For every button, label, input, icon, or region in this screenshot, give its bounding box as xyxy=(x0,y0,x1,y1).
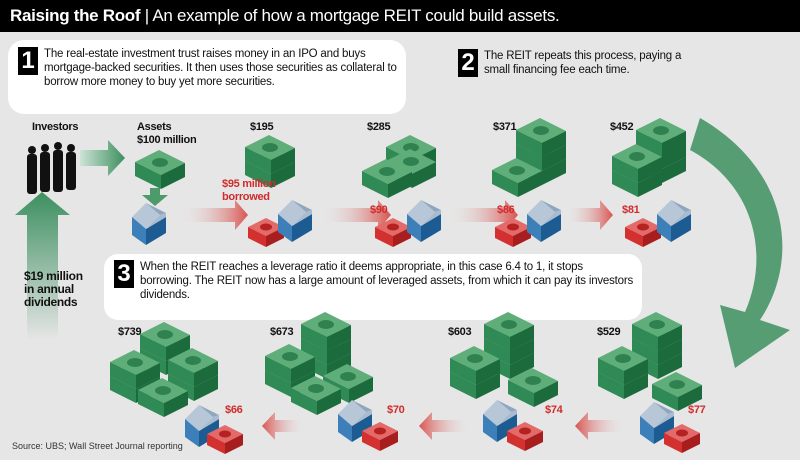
step-1-panel xyxy=(8,40,406,114)
bottom-borrowed-1: $66 xyxy=(225,404,243,416)
step-3-panel xyxy=(104,254,642,320)
assets-value: $100 million xyxy=(137,134,197,146)
house-with-debt-icon xyxy=(338,400,398,451)
house-with-debt-icon xyxy=(248,200,312,247)
house-with-debt-icon xyxy=(625,200,691,247)
step-1-number: 1 xyxy=(18,47,38,75)
money-stack-icon xyxy=(612,118,686,197)
dividends-arrow xyxy=(15,192,70,340)
bottom-asset-2: $673 xyxy=(270,326,294,338)
investors-label: Investors xyxy=(32,121,79,133)
investors-to-assets-arrow xyxy=(80,140,125,176)
step-1: 1 The real-estate investment trust raise… xyxy=(18,47,402,89)
red-arrows-bottom xyxy=(262,412,625,440)
step-3-text: When the REIT reaches a leverage ratio i… xyxy=(140,261,634,301)
bottom-asset-1: $739 xyxy=(118,326,142,338)
money-stack-icon xyxy=(265,312,373,415)
step-3: 3 When the REIT reaches a leverage ratio… xyxy=(114,260,636,302)
money-stack-icon xyxy=(492,118,566,197)
title-bar: Raising the Roof | An example of how a m… xyxy=(0,0,800,32)
house-with-debt-icon xyxy=(185,405,243,454)
step-3-number: 3 xyxy=(114,260,134,288)
money-stack-icon xyxy=(110,322,218,417)
step-2: 2 The REIT repeats this process, paying … xyxy=(458,49,688,79)
title-separator: | xyxy=(144,6,149,25)
house-with-debt-icon xyxy=(375,200,441,247)
bottom-asset-4: $529 xyxy=(597,326,621,338)
house-with-debt-icon xyxy=(483,400,543,451)
dividends-label: $19 million in annual dividends xyxy=(24,269,83,309)
big-curved-arrow xyxy=(690,118,790,368)
bottom-asset-3: $603 xyxy=(448,326,472,338)
step-2-text: The REIT repeats this process, paying a … xyxy=(484,50,682,76)
top-borrowed-2: $90 xyxy=(370,204,388,216)
subtitle: An example of how a mortgage REIT could … xyxy=(152,6,560,25)
top-borrowed-4: $81 xyxy=(622,204,640,216)
assets-label: Assets $100 million xyxy=(137,121,197,147)
assets-down-arrow xyxy=(142,188,168,206)
assets-title: Assets xyxy=(137,121,172,133)
money-stack-icon xyxy=(450,312,558,407)
bottom-borrowed-4: $77 xyxy=(688,404,706,416)
bottom-borrowed-3: $74 xyxy=(545,404,563,416)
house-with-debt-icon xyxy=(495,200,561,247)
top-asset-4: $452 xyxy=(610,121,634,133)
step-1-text: The real-estate investment trust raises … xyxy=(44,48,397,88)
bottom-borrowed-2: $70 xyxy=(387,404,405,416)
top-asset-2: $285 xyxy=(367,121,391,133)
top-asset-3: $371 xyxy=(493,121,517,133)
title: Raising the Roof xyxy=(10,6,141,25)
top-borrowed-1: $95 million borrowed xyxy=(222,178,276,203)
house-with-debt-icon xyxy=(640,402,700,453)
source-note: Source: UBS; Wall Street Journal reporti… xyxy=(12,441,183,451)
money-stack-icon xyxy=(598,312,702,411)
top-asset-1: $195 xyxy=(250,121,274,133)
step-2-number: 2 xyxy=(458,49,478,77)
top-borrowed-3: $86 xyxy=(497,204,515,216)
red-arrows-top xyxy=(180,200,613,230)
investors-silhouette-icon xyxy=(27,142,76,194)
house-icon xyxy=(132,203,166,245)
